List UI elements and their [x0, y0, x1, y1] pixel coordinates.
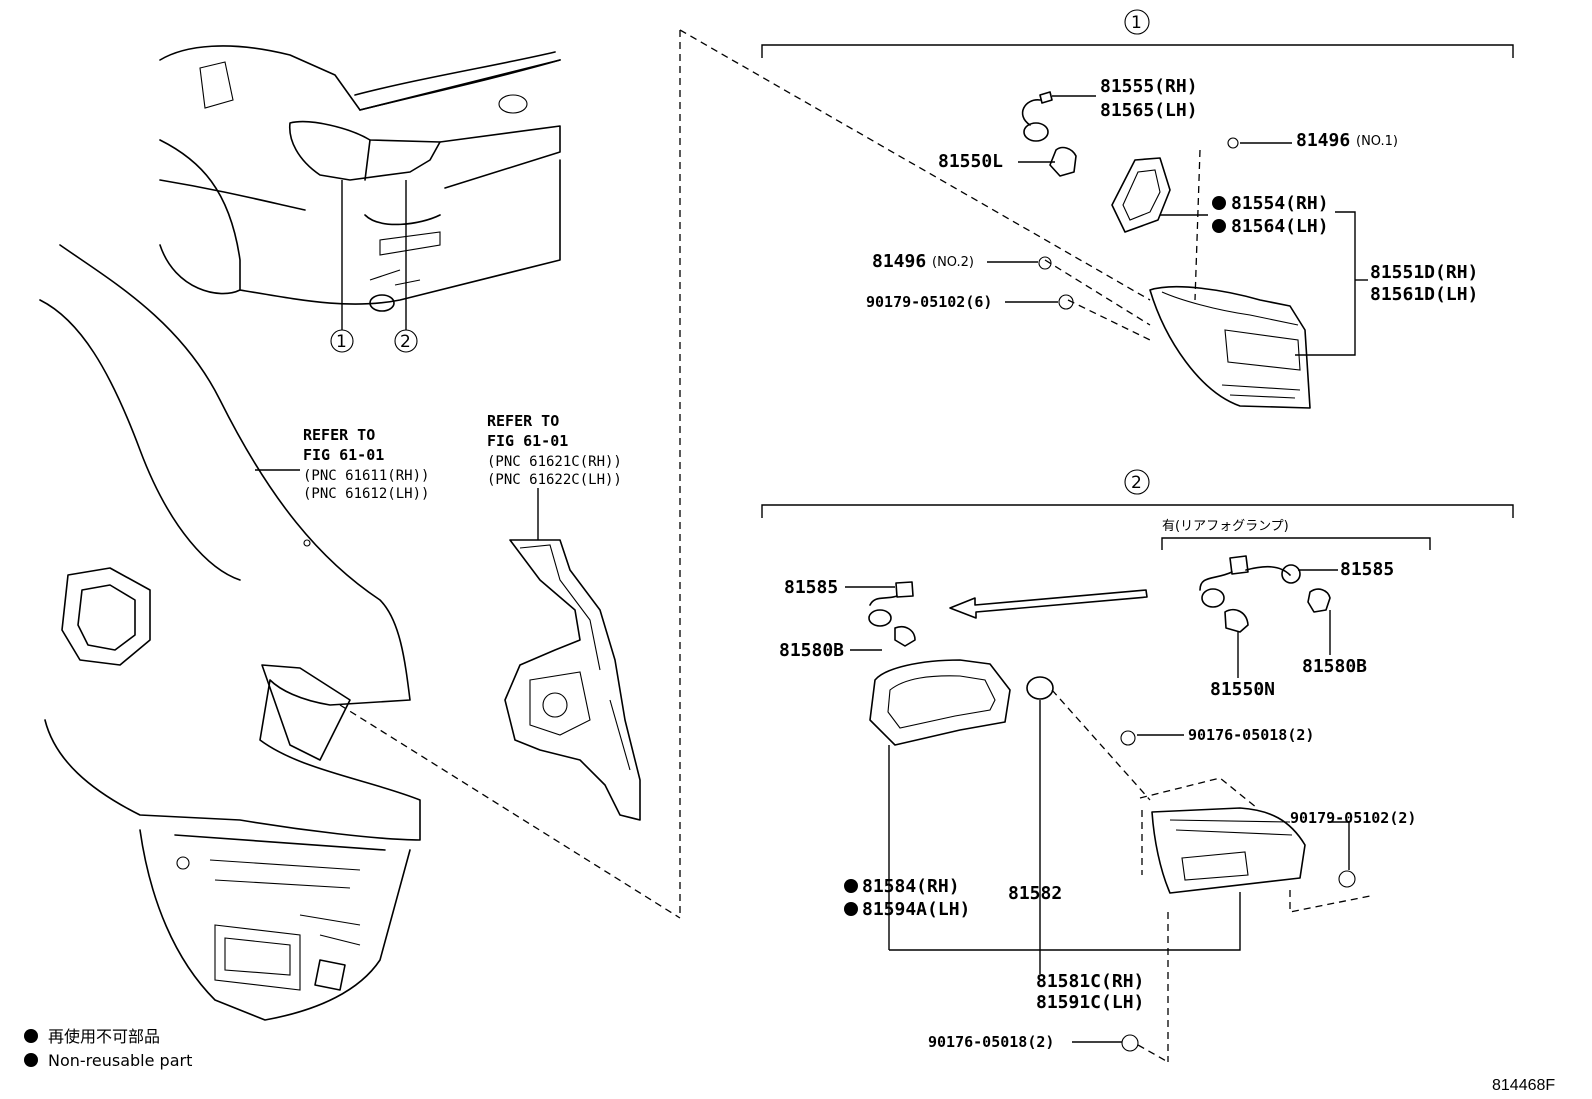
non-reusable-bullet-icon	[844, 879, 858, 893]
part-81585-right: 81585	[1340, 559, 1394, 580]
nut-icon	[1058, 294, 1074, 310]
diagram-code: 814468F	[1492, 1077, 1555, 1094]
nut-icon	[1121, 1034, 1139, 1052]
group-1-labels: 81555(RH) 81565(LH) 81550L 81496 (NO.1) …	[866, 76, 1478, 311]
part-81581C: 81581C(RH)	[1036, 971, 1144, 992]
callout-1-group: 1	[1131, 13, 1142, 33]
svg-text:(PNC 61612(LH)): (PNC 61612(LH))	[303, 486, 429, 502]
part-81584: 81584(RH)	[862, 876, 960, 897]
part-81564: 81564(LH)	[1231, 216, 1329, 237]
callout-2-vehicle: 2	[400, 332, 411, 352]
svg-text:FIG 61-01: FIG 61-01	[487, 432, 568, 450]
part-90179-05102-2: 90179-05102(2)	[1290, 809, 1416, 827]
part-81496-no1-note: (NO.1)	[1356, 134, 1398, 149]
part-81496-no2-note: (NO.2)	[932, 255, 974, 270]
svg-text:REFER TO: REFER TO	[487, 412, 559, 430]
refer-to-front-label: REFER TO FIG 61-01 (PNC 61611(RH)) (PNC …	[303, 426, 429, 502]
legend-jp: 再使用不可部品	[48, 1027, 160, 1046]
part-90179-05102-6: 90179-05102(6)	[866, 293, 992, 311]
wire-icon	[1021, 99, 1041, 126]
socket-icon	[1023, 122, 1049, 142]
callout-1-vehicle: 1	[336, 332, 347, 352]
group-1-bracket	[761, 44, 1514, 58]
legend: 再使用不可部品 Non-reusable part	[24, 1027, 192, 1070]
clip-no2-icon	[1038, 256, 1052, 270]
connector-icon	[1039, 91, 1053, 104]
group-2-bracket	[761, 504, 1514, 518]
lamp-assembly-icon	[1149, 285, 1311, 409]
group-2-labels: 有(リアフォグランプ) 81585 81580B 81585 81550N 81…	[779, 519, 1416, 1051]
wire-icon	[1199, 571, 1233, 591]
group1-dashed-link	[679, 29, 1151, 301]
legend-en: Non-reusable part	[48, 1051, 192, 1070]
bulb-icon	[1049, 146, 1077, 177]
non-reusable-bullet-icon	[1212, 196, 1226, 210]
lamp-assembly-icon	[1151, 807, 1306, 894]
svg-text:FIG 61-01: FIG 61-01	[303, 446, 384, 464]
group-1-rear-combination-lamp: 1	[761, 9, 1514, 409]
non-reusable-bullet-icon	[1212, 219, 1226, 233]
connector-icon	[1229, 555, 1249, 575]
fog-lamp-note: 有(リアフォグランプ)	[1162, 519, 1289, 534]
part-81496-no1: 81496	[1296, 130, 1350, 151]
group-2-back-up-lamp: 2	[761, 469, 1514, 1063]
gasket-icon	[869, 659, 1011, 746]
part-81580B-left: 81580B	[779, 640, 844, 661]
inner-panel-illustration	[504, 488, 641, 821]
gasket-icon	[1111, 157, 1171, 233]
non-reusable-bullet-icon	[24, 1029, 38, 1043]
connector-icon	[895, 581, 914, 598]
bulb-icon	[1224, 608, 1249, 633]
part-81550N: 81550N	[1210, 679, 1275, 700]
svg-text:(PNC 61621C(RH)): (PNC 61621C(RH))	[487, 454, 622, 470]
part-81585-left: 81585	[784, 577, 838, 598]
part-81550L: 81550L	[938, 151, 1003, 172]
part-81555: 81555(RH)	[1100, 76, 1198, 97]
part-90176-05018-upper: 90176-05018(2)	[1188, 726, 1314, 744]
wire-icon	[1245, 565, 1291, 576]
arrow-left-icon	[949, 589, 1148, 619]
part-81565: 81565(LH)	[1100, 100, 1198, 121]
non-reusable-bullet-icon	[24, 1053, 38, 1067]
socket-icon	[1281, 564, 1301, 584]
clip-no1-icon	[1227, 137, 1239, 149]
svg-text:(PNC 61611(RH)): (PNC 61611(RH))	[303, 468, 429, 484]
bulb-icon	[894, 625, 916, 647]
socket-icon	[1201, 588, 1225, 608]
part-81554: 81554(RH)	[1231, 193, 1329, 214]
quarter-panel-illustration	[39, 244, 421, 1021]
quarter-dashed-link	[339, 704, 681, 919]
wire-icon	[869, 595, 898, 606]
part-81594A: 81594A(LH)	[862, 899, 970, 920]
part-81496-no2: 81496	[872, 251, 926, 272]
nut-icon	[1338, 870, 1356, 888]
part-81580B-right: 81580B	[1302, 656, 1367, 677]
part-81591C: 81591C(LH)	[1036, 992, 1144, 1013]
svg-text:(PNC 61622C(LH)): (PNC 61622C(LH))	[487, 472, 622, 488]
part-90176-05018-lower: 90176-05018(2)	[928, 1033, 1054, 1051]
socket-icon	[868, 609, 892, 627]
vehicle-rear-illustration: 1 2	[159, 45, 561, 353]
bulb-icon	[1307, 588, 1331, 613]
plug-icon	[1026, 676, 1054, 700]
nut-icon	[1120, 730, 1136, 746]
non-reusable-bullet-icon	[844, 902, 858, 916]
refer-to-rear-label: REFER TO FIG 61-01 (PNC 61621C(RH)) (PNC…	[487, 412, 622, 488]
svg-text:REFER TO: REFER TO	[303, 426, 375, 444]
part-81582: 81582	[1008, 883, 1062, 904]
fog-lamp-bracket	[1161, 537, 1431, 550]
part-81561D: 81561D(LH)	[1370, 284, 1478, 305]
callout-2-group: 2	[1131, 473, 1142, 493]
part-81551D: 81551D(RH)	[1370, 262, 1478, 283]
